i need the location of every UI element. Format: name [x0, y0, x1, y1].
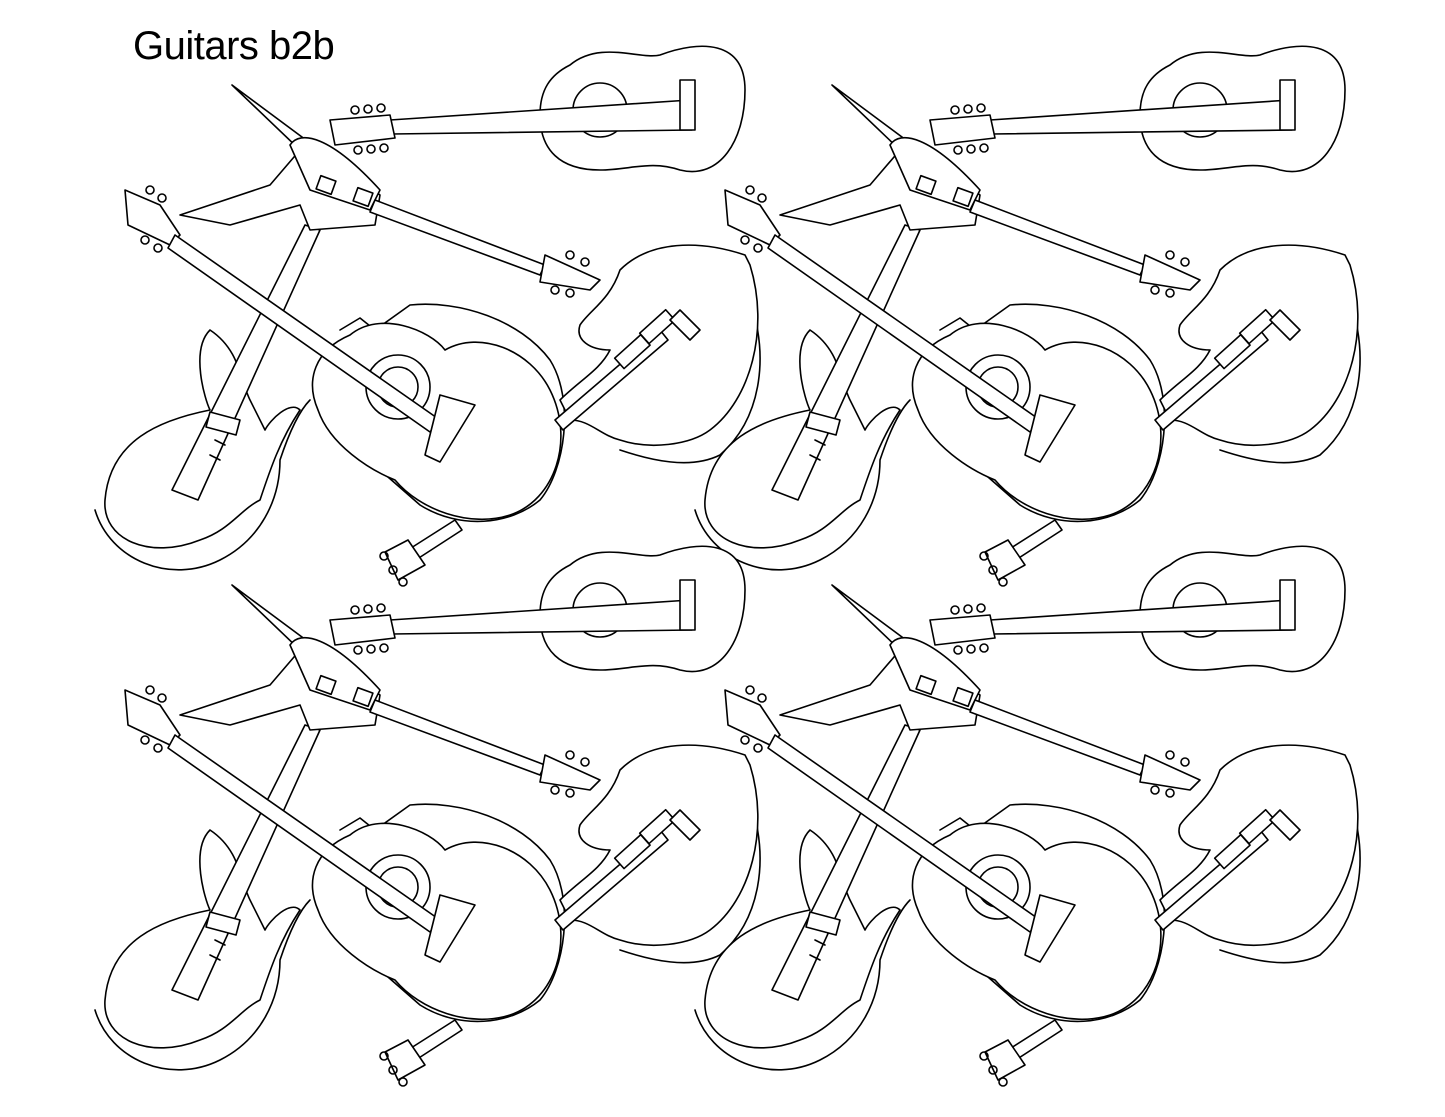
pattern-tile-bottom-right	[694, 545, 1361, 1087]
pattern-title: Guitars b2b	[133, 24, 335, 68]
pattern-tile-top-right	[694, 45, 1361, 587]
pattern-tile-bottom-left	[94, 545, 761, 1087]
pattern-tile-top-left	[94, 45, 761, 587]
